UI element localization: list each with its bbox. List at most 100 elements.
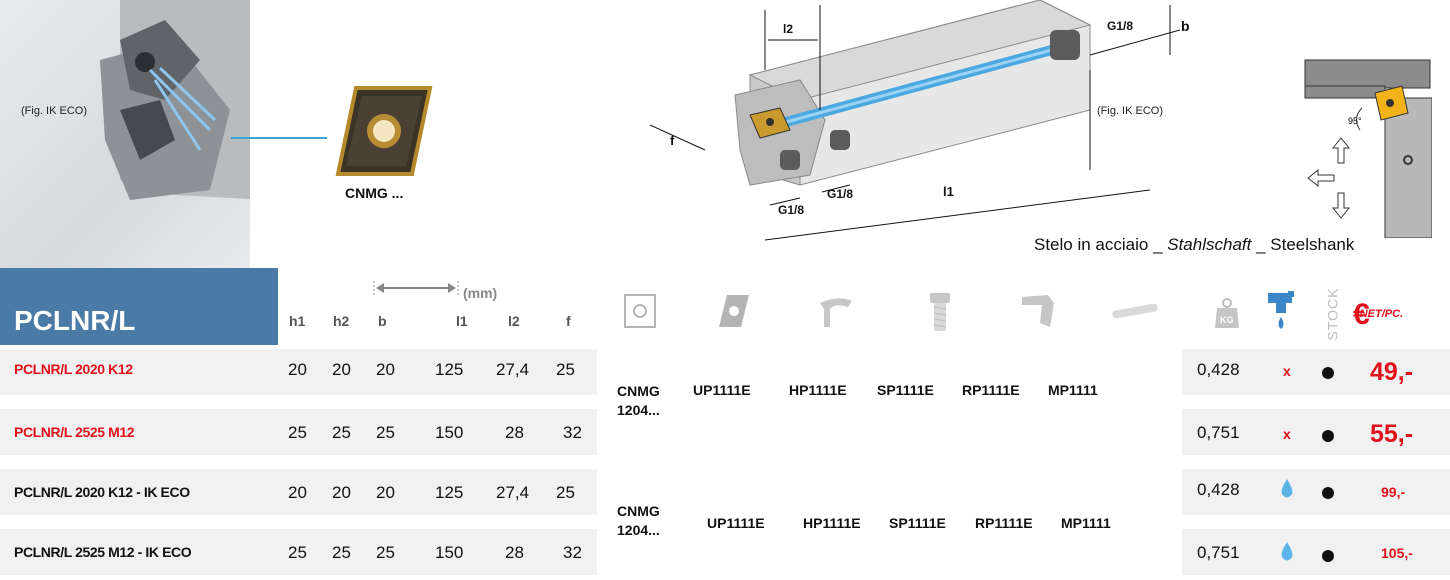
row4-b: 25 — [376, 543, 395, 562]
row3-coolant-drop-icon — [1279, 478, 1295, 505]
row1-b: 20 — [376, 360, 395, 379]
row2-weight: 0,751 — [1197, 423, 1240, 442]
mm-arrow — [372, 281, 462, 300]
dim-b: b — [1181, 18, 1190, 34]
row1-code: PCLNR/L 2020 K12 — [14, 361, 133, 377]
shim-icon — [1020, 293, 1056, 334]
stock-label: STOCK — [1320, 288, 1340, 341]
net-price-text: NET/PC. — [1359, 308, 1404, 320]
dim-f: f — [670, 133, 675, 148]
row4-stock-dot — [1322, 550, 1334, 562]
connector-line — [231, 137, 327, 139]
mm-label: (mm) — [463, 285, 498, 301]
row2-f: 32 — [563, 423, 582, 442]
shank-text-it: Stelo in acciaio _ — [1034, 235, 1168, 254]
dim-l1: l1 — [943, 184, 954, 199]
col-b: b — [378, 313, 387, 329]
group1-code-5: MP1111 — [1048, 382, 1098, 398]
dim-l2: l2 — [783, 22, 794, 36]
page-title: PCLNR/L — [14, 305, 136, 336]
col-h2: h2 — [333, 313, 350, 329]
product-photo — [0, 0, 250, 268]
row3-h1: 20 — [288, 483, 307, 502]
row1-l1: 125 — [435, 360, 464, 379]
row4-h2: 25 — [332, 543, 351, 562]
row3-b: 20 — [376, 483, 395, 502]
insert-label: CNMG ... — [345, 185, 404, 201]
row4-l2: 28 — [505, 543, 524, 562]
group2-insert-block — [597, 469, 1182, 575]
row3-h2: 20 — [332, 483, 351, 502]
title-band — [0, 268, 278, 345]
group2-insert-line2: 1204... — [617, 521, 660, 538]
row3-stock-dot — [1322, 487, 1334, 499]
group1-code-4: RP1111E — [962, 382, 1020, 398]
group2-code-1: UP1111E — [707, 515, 765, 531]
row3-f: 25 — [556, 483, 575, 502]
net-price-label: €NET/PC. — [1353, 300, 1413, 330]
dim-g18-mid: G1/8 — [827, 187, 854, 201]
coolant-tap-icon — [1266, 291, 1300, 340]
row1-price: 49,- — [1370, 358, 1414, 386]
row3-l2: 27,4 — [496, 483, 530, 502]
group1-insert-block — [597, 349, 1182, 455]
col-l2: l2 — [508, 313, 520, 329]
group1-code-3: SP1111E — [877, 382, 934, 398]
clamp-icon — [818, 293, 854, 334]
insert-profile-icon — [717, 293, 751, 334]
row4-code: PCLNR/L 2525 M12 - IK ECO — [14, 544, 192, 560]
row3-price: 99,- — [1381, 484, 1406, 500]
group2-insert-type: CNMG 1204... — [617, 502, 660, 540]
group1-insert-line2: 1204... — [617, 401, 660, 418]
shank-text: Stelo in acciaio _ Stahlschaft _ Steelsh… — [1034, 235, 1354, 255]
row2-l1: 150 — [435, 423, 464, 442]
euro-icon: € — [1353, 298, 1370, 331]
row4-price: 105,- — [1381, 545, 1413, 561]
shank-text-de: Stahlschaft — [1167, 235, 1252, 254]
row3-code: PCLNR/L 2020 K12 - IK ECO — [14, 484, 190, 500]
weight-icon: KG — [1215, 298, 1239, 333]
group2-insert-line1: CNMG — [617, 503, 660, 519]
row1-stock-dot — [1322, 367, 1334, 379]
dim-g18-top: G1/8 — [1107, 19, 1134, 33]
screw-icon — [928, 293, 952, 336]
row-divider-1 — [0, 400, 597, 402]
group2-code-2: HP1111E — [803, 515, 861, 531]
row2-coolant-x: x — [1283, 426, 1291, 442]
row4-weight: 0,751 — [1197, 543, 1240, 562]
stock-label-text: STOCK — [1324, 287, 1341, 341]
group2-code-4: RP1111E — [975, 515, 1033, 531]
shank-text-en: _ Steelshank — [1251, 235, 1355, 254]
row1-coolant-x: x — [1283, 363, 1291, 379]
row4-h1: 25 — [288, 543, 307, 562]
row4-coolant-drop-icon — [1279, 541, 1295, 568]
insert-shape-icon — [623, 293, 657, 334]
photo-caption: (Fig. IK ECO) — [21, 105, 88, 117]
row2-h2: 25 — [332, 423, 351, 442]
row1-l2: 27,4 — [496, 360, 530, 379]
row1-h2: 20 — [332, 360, 351, 379]
dim-g18-bot: G1/8 — [778, 203, 805, 217]
row2-stock-dot — [1322, 430, 1334, 442]
row4-l1: 150 — [435, 543, 464, 562]
group2-code-3: SP1111E — [889, 515, 946, 531]
tool-holder-drawing — [640, 0, 1200, 250]
row1-f: 25 — [556, 360, 575, 379]
cutting-direction-diagram: 95° — [1300, 58, 1433, 243]
weight-icon-label: KG — [1220, 315, 1234, 325]
col-h1: h1 — [289, 313, 306, 329]
group1-insert-type: CNMG 1204... — [617, 382, 660, 420]
group1-insert-line1: CNMG — [617, 383, 660, 399]
row2-b: 25 — [376, 423, 395, 442]
key-icon — [1112, 303, 1158, 324]
row2-h1: 25 — [288, 423, 307, 442]
col-f: f — [566, 313, 571, 329]
insert-image — [334, 86, 434, 183]
holder-caption: (Fig. IK ECO) — [1097, 105, 1164, 117]
row2-l2: 28 — [505, 423, 524, 442]
row3-weight: 0,428 — [1197, 480, 1240, 499]
row3-l1: 125 — [435, 483, 464, 502]
row2-price: 55,- — [1370, 420, 1414, 448]
group2-code-5: MP1111 — [1061, 515, 1111, 531]
group1-code-2: HP1111E — [789, 382, 847, 398]
